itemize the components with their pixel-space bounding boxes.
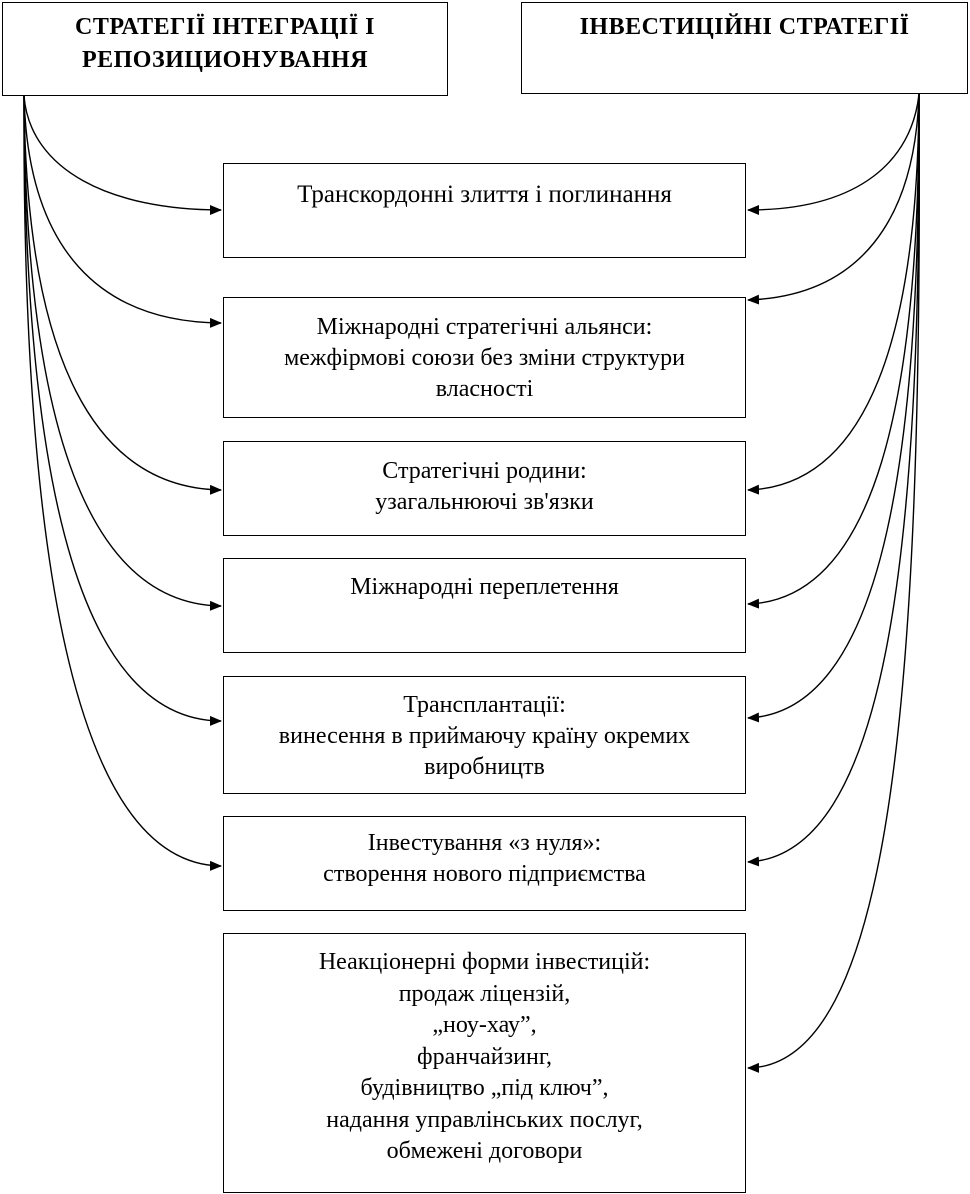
box-4-line-1: Міжнародні переплетення	[350, 574, 619, 600]
box-2-line-3: власності	[435, 376, 534, 402]
left-arrow-group	[23, 95, 222, 871]
header-left-line-2: РЕПОЗИЦИОНУВАННЯ	[81, 47, 369, 73]
right-arrow-3	[747, 93, 920, 495]
box-6-line-1: Інвестування «з нуля»:	[367, 830, 602, 856]
box-7-line-2: продаж ліцензій,	[398, 980, 571, 1007]
left-arrow-2	[23, 95, 222, 328]
box-5-line-3: виробництв	[424, 754, 545, 780]
box-7-line-5: будівництво „під ключ”,	[360, 1075, 609, 1101]
left-arrow-1	[23, 95, 222, 215]
strategic-alliances-box: Міжнародні стратегічні альянси: межфірмо…	[223, 297, 746, 418]
box-3-line-2: узагальнюючі зв'язки	[375, 489, 594, 515]
left-arrow-3	[23, 95, 222, 495]
box-2-line-1: Міжнародні стратегічні альянси:	[316, 314, 653, 340]
box-7-line-1: Неакціонерні форми інвестицій:	[318, 949, 651, 975]
right-arrow-6	[747, 93, 920, 867]
strategic-families-box: Стратегічні родини: узагальнюючі зв'язки	[223, 441, 746, 536]
integration-strategies-header: СТРАТЕГІЇ ІНТЕГРАЦІЇ І РЕПОЗИЦИОНУВАННЯ	[2, 2, 448, 96]
right-arrow-group	[747, 93, 921, 1073]
left-arrow-4	[23, 95, 222, 611]
box-5-line-2: винесення в приймаючу країну окремих	[278, 723, 691, 749]
box-6-line-2: створення нового підприємства	[323, 861, 646, 887]
greenfield-investment-box: Інвестування «з нуля»: створення нового …	[223, 816, 746, 911]
left-arrow-6	[23, 95, 222, 871]
transplantations-box: Трансплантації: винесення в приймаючу кр…	[223, 676, 746, 794]
right-arrow-1	[747, 93, 920, 215]
cross-border-mergers-box: Транскордонні злиття і поглинання	[223, 163, 746, 258]
investment-strategies-header: ІНВЕСТИЦІЙНІ СТРАТЕГІЇ	[521, 2, 968, 94]
non-equity-investment-box: Неакціонерні форми інвестицій: продаж лі…	[223, 933, 746, 1193]
right-arrow-5	[747, 93, 920, 723]
right-arrow-2	[747, 93, 920, 305]
box-5-line-1: Трансплантації:	[403, 692, 566, 718]
box-1-line-1: Транскордонні злиття і поглинання	[297, 181, 672, 208]
box-3-line-1: Стратегічні родини:	[382, 458, 587, 484]
header-right-line-1: ІНВЕСТИЦІЙНІ СТРАТЕГІЇ	[579, 14, 910, 40]
left-arrow-5	[23, 95, 222, 726]
box-7-line-4: франчайзинг,	[417, 1043, 552, 1070]
right-arrow-7	[747, 93, 921, 1073]
right-arrow-4	[747, 93, 920, 609]
box-7-line-6: надання управлінських послуг,	[326, 1106, 643, 1133]
box-2-line-2: межфірмові союзи без зміни структури	[284, 345, 685, 371]
box-7-line-3: „ноу-хау”,	[432, 1012, 537, 1038]
box-7-line-7: обмежені договори	[386, 1138, 583, 1164]
international-interlacing-box: Міжнародні переплетення	[223, 558, 746, 653]
header-left-line-1: СТРАТЕГІЇ ІНТЕГРАЦІЇ І	[74, 14, 376, 40]
